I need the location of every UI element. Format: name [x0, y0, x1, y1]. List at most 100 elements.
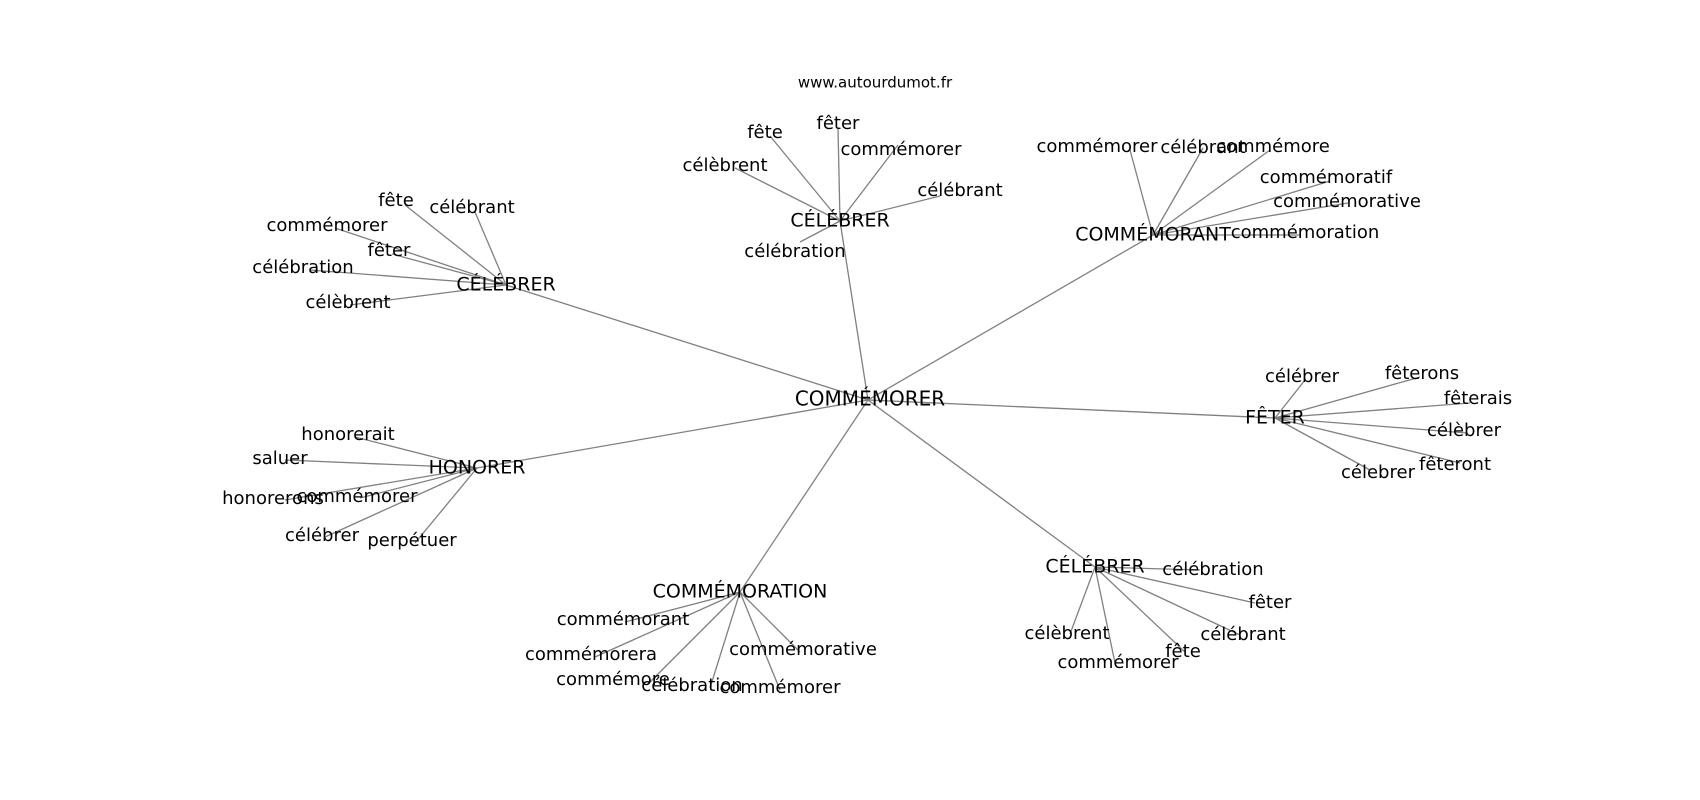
edge-hub-to-leaf — [1274, 417, 1468, 434]
edge-hub-to-leaf — [739, 591, 781, 691]
leaf-word: commémorera — [525, 644, 657, 665]
edge-center-to-hub — [505, 284, 869, 401]
edge-hub-to-leaf — [404, 204, 507, 286]
leaf-word: célèbrent — [305, 292, 390, 313]
edge-hub-to-leaf — [1274, 379, 1306, 419]
leaf-word: célébrant — [1160, 137, 1245, 158]
edge-hub-to-leaf — [1069, 566, 1096, 635]
edge-hub-to-leaf — [1094, 566, 1201, 571]
edge-hub-to-leaf — [309, 269, 507, 286]
edge-hub-to-leaf — [1094, 566, 1116, 664]
edge-hub-to-leaf — [1274, 417, 1461, 464]
edge-hub-to-leaf — [1152, 202, 1349, 236]
edge-hub-to-leaf — [837, 127, 841, 222]
edge-hub-to-leaf — [1129, 149, 1154, 236]
hub-word: COMMÉMORATION — [653, 580, 828, 603]
hub-word: CÉLÉBRER — [1045, 555, 1144, 578]
edge-hub-to-leaf — [839, 195, 941, 222]
leaf-word: célébrant — [429, 197, 514, 218]
hub-word: CÉLÉBRER — [456, 273, 555, 296]
center-word: COMMÉMORER — [795, 387, 945, 411]
leaf-word: célébration — [1162, 559, 1263, 580]
graph-labels: www.autourdumot.fr COMMÉMORER CÉLÉBRER fê… — [222, 74, 1512, 699]
leaf-word: commémorer — [719, 677, 841, 698]
leaf-word: commémorer — [840, 139, 962, 160]
leaf-word: célébration — [641, 675, 742, 696]
leaf-word: honorerait — [301, 424, 394, 445]
edge-hub-to-leaf — [1274, 376, 1421, 419]
leaf-word: saluer — [252, 448, 308, 469]
edge-hub-to-leaf — [1094, 566, 1256, 604]
leaf-word: fête — [1165, 641, 1201, 662]
source-watermark: www.autourdumot.fr — [798, 74, 953, 92]
hub-word: FÊTER — [1245, 406, 1305, 429]
leaf-word: commémore — [556, 669, 670, 690]
leaf-word: fêter — [1249, 592, 1293, 613]
leaf-word: célébration — [744, 241, 845, 262]
leaf-word: commémorer — [266, 215, 388, 236]
edge-hub-to-leaf — [799, 220, 841, 243]
edge-hub-to-leaf — [349, 284, 507, 306]
leaf-word: fêteront — [1419, 454, 1491, 475]
edge-hub-to-leaf — [1152, 147, 1204, 236]
leaf-word: célébrer — [1265, 366, 1340, 387]
edge-hub-to-leaf — [354, 436, 478, 469]
edge-center-to-hub — [867, 399, 1096, 568]
edge-center-to-hub — [476, 399, 869, 469]
leaf-word: célèbrent — [1024, 623, 1109, 644]
edge-hub-to-leaf — [839, 144, 899, 222]
graph-edges — [284, 127, 1471, 691]
edge-hub-to-leaf — [334, 227, 507, 286]
leaf-word: fête — [378, 190, 414, 211]
edge-hub-to-leaf — [769, 135, 841, 222]
hub-word: CÉLÉBRER — [790, 209, 889, 232]
leaf-word: fêterais — [1444, 388, 1512, 409]
leaf-word: commémorative — [1273, 191, 1421, 212]
edge-hub-to-leaf — [709, 591, 741, 689]
leaf-word: célébrer — [285, 525, 360, 546]
edge-hub-to-leaf — [359, 467, 478, 499]
leaf-word: célèbrent — [682, 155, 767, 176]
edge-center-to-hub — [867, 234, 1154, 401]
leaf-word: célébrant — [1200, 624, 1285, 645]
leaf-word: commémorer — [1036, 136, 1158, 157]
leaf-word: commémoration — [1231, 222, 1380, 243]
leaf-word: fêter — [368, 240, 412, 261]
edge-hub-to-leaf — [1152, 149, 1271, 236]
edge-hub-to-leaf — [284, 459, 478, 469]
edge-hub-to-leaf — [624, 591, 741, 623]
leaf-word: célebrer — [1341, 462, 1416, 483]
edge-hub-to-leaf — [594, 591, 741, 658]
edge-hub-to-leaf — [1274, 402, 1471, 419]
edge-center-to-hub — [867, 399, 1276, 419]
edge-hub-to-leaf — [324, 467, 478, 538]
leaf-word: fête — [747, 122, 783, 143]
leaf-word: perpétuer — [367, 530, 457, 551]
hub-word: COMMÉMORANT — [1075, 223, 1231, 246]
leaf-word: commémorer — [296, 486, 418, 507]
edge-hub-to-leaf — [1094, 566, 1186, 653]
edge-hub-to-leaf — [649, 591, 741, 683]
leaf-word: commémorer — [1057, 652, 1179, 673]
leaf-word: commémorant — [557, 609, 690, 630]
edge-hub-to-leaf — [734, 167, 841, 222]
edge-hub-to-leaf — [1274, 417, 1371, 471]
edge-hub-to-leaf — [739, 591, 801, 653]
edge-hub-to-leaf — [1094, 566, 1241, 636]
edge-hub-to-leaf — [414, 467, 478, 544]
edge-hub-to-leaf — [474, 211, 507, 286]
edge-hub-to-leaf — [391, 253, 507, 286]
leaf-word: commémore — [1216, 136, 1330, 157]
edge-center-to-hub — [739, 399, 869, 593]
edge-hub-to-leaf — [284, 467, 478, 501]
leaf-word: commémorative — [729, 639, 877, 660]
edge-center-to-hub — [839, 220, 869, 401]
leaf-word: honorerons — [222, 488, 324, 509]
edge-hub-to-leaf — [1152, 180, 1331, 236]
leaf-word: fêterons — [1385, 363, 1459, 384]
leaf-word: commémoratif — [1260, 167, 1393, 188]
leaf-word: célèbrer — [1427, 420, 1502, 441]
hub-word: HONORER — [429, 457, 526, 479]
leaf-word: célébration — [252, 257, 353, 278]
